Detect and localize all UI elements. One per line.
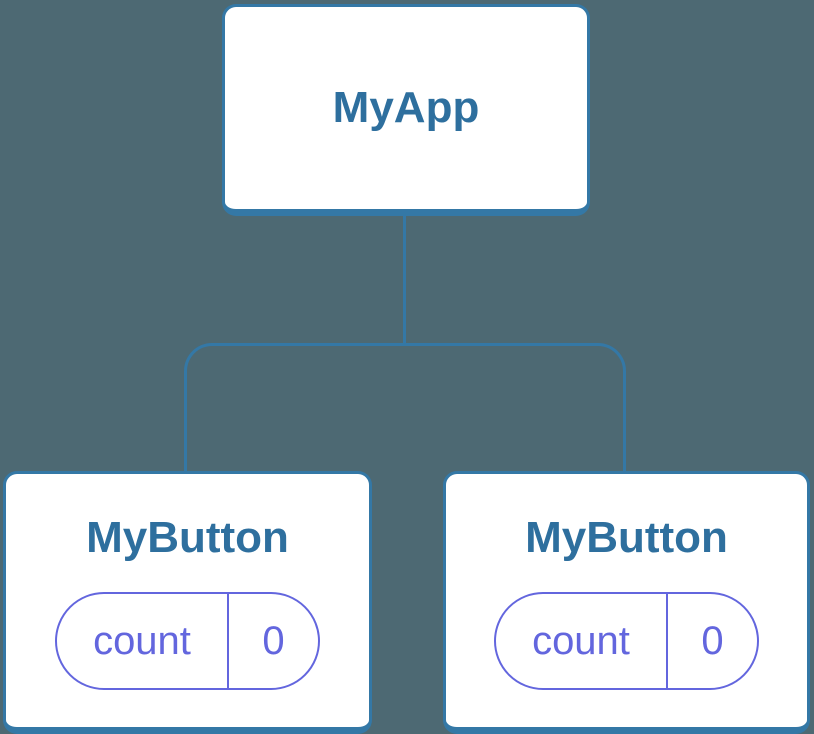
state-value-1: 0	[262, 618, 285, 663]
component-node-myapp: MyApp	[222, 4, 590, 216]
state-key-2: count	[496, 594, 668, 688]
component-node-mybutton-2: MyButton count 0	[443, 471, 810, 734]
node-label-myapp: MyApp	[332, 83, 480, 132]
component-node-mybutton-1: MyButton count 0	[3, 471, 372, 734]
tree-connector-bracket	[184, 343, 626, 471]
node-label-mybutton-2: MyButton	[525, 513, 728, 562]
state-value-2: 0	[701, 618, 724, 663]
state-badge-2: count 0	[494, 592, 759, 690]
state-badge-1: count 0	[55, 592, 320, 690]
state-key-1: count	[57, 594, 229, 688]
node-label-mybutton-1: MyButton	[86, 513, 289, 562]
tree-connector-stem	[403, 214, 406, 346]
